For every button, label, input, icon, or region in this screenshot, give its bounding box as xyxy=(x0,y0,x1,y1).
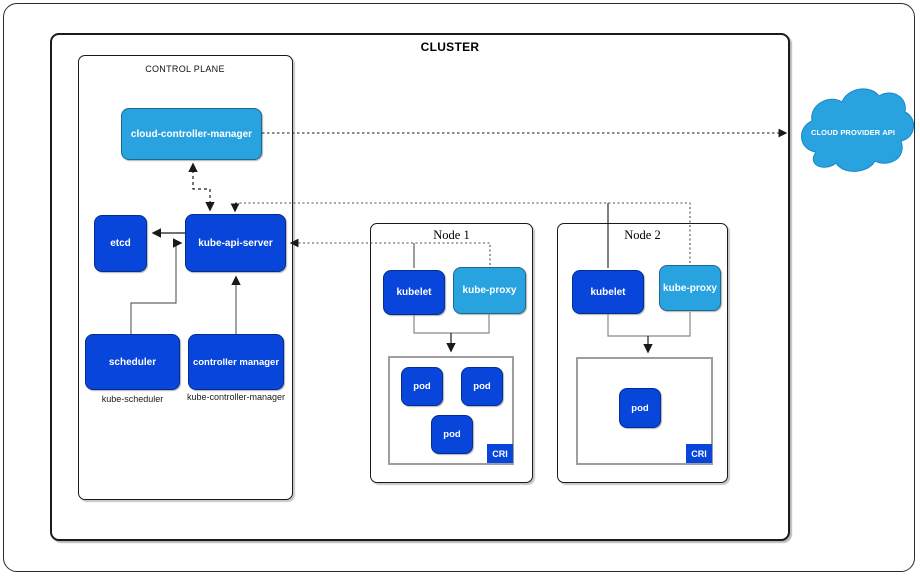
node1-pod-label: pod xyxy=(443,429,461,440)
controller-manager-caption: kube-controller-manager xyxy=(186,392,286,402)
node1-kube-proxy-box: kube-proxy xyxy=(453,267,526,314)
page-border xyxy=(3,3,915,572)
node2-kubelet-box: kubelet xyxy=(572,270,644,314)
controller-manager-box: controller manager xyxy=(188,334,284,390)
cluster-title: CLUSTER xyxy=(420,40,480,54)
node2-pod-label: pod xyxy=(631,402,649,414)
kube-api-server-label: kube-api-server xyxy=(198,237,273,249)
node-2-title: Node 2 xyxy=(624,228,661,242)
scheduler-caption: kube-scheduler xyxy=(101,394,164,404)
node1-pod-label: pod xyxy=(413,381,431,392)
node2-pod-box: pod xyxy=(619,388,661,428)
node2-cri-badge: CRI xyxy=(686,444,712,463)
cloud-controller-manager-box: cloud-controller-manager xyxy=(121,108,262,160)
node1-pod-box: pod xyxy=(401,367,443,406)
etcd-box: etcd xyxy=(94,215,147,272)
node1-pod-label: pod xyxy=(473,381,491,392)
scheduler-box: scheduler xyxy=(85,334,180,390)
controller-manager-label: controller manager xyxy=(192,356,280,368)
node2-kube-proxy-box: kube-proxy xyxy=(659,265,721,311)
node1-kube-proxy-label: kube-proxy xyxy=(462,285,517,296)
node2-kubelet-label: kubelet xyxy=(590,286,626,298)
cloud-controller-manager-label: cloud-controller-manager xyxy=(130,128,253,140)
node-1-title: Node 1 xyxy=(433,228,470,242)
node1-pod-box: pod xyxy=(431,415,473,454)
node1-kubelet-label: kubelet xyxy=(396,287,432,298)
cloud-provider-api-label: CLOUD PROVIDER API xyxy=(810,128,896,137)
node2-kube-proxy-label: kube-proxy xyxy=(663,282,717,294)
control-plane-title: CONTROL PLANE xyxy=(145,64,225,74)
node1-cri-badge: CRI xyxy=(487,444,513,463)
node1-kubelet-box: kubelet xyxy=(383,270,445,315)
scheduler-label: scheduler xyxy=(108,356,157,368)
kube-api-server-box: kube-api-server xyxy=(185,214,286,272)
node2-cri-label: CRI xyxy=(691,448,707,459)
etcd-label: etcd xyxy=(110,238,131,249)
node1-pod-box: pod xyxy=(461,367,503,406)
node1-cri-label: CRI xyxy=(492,448,508,459)
